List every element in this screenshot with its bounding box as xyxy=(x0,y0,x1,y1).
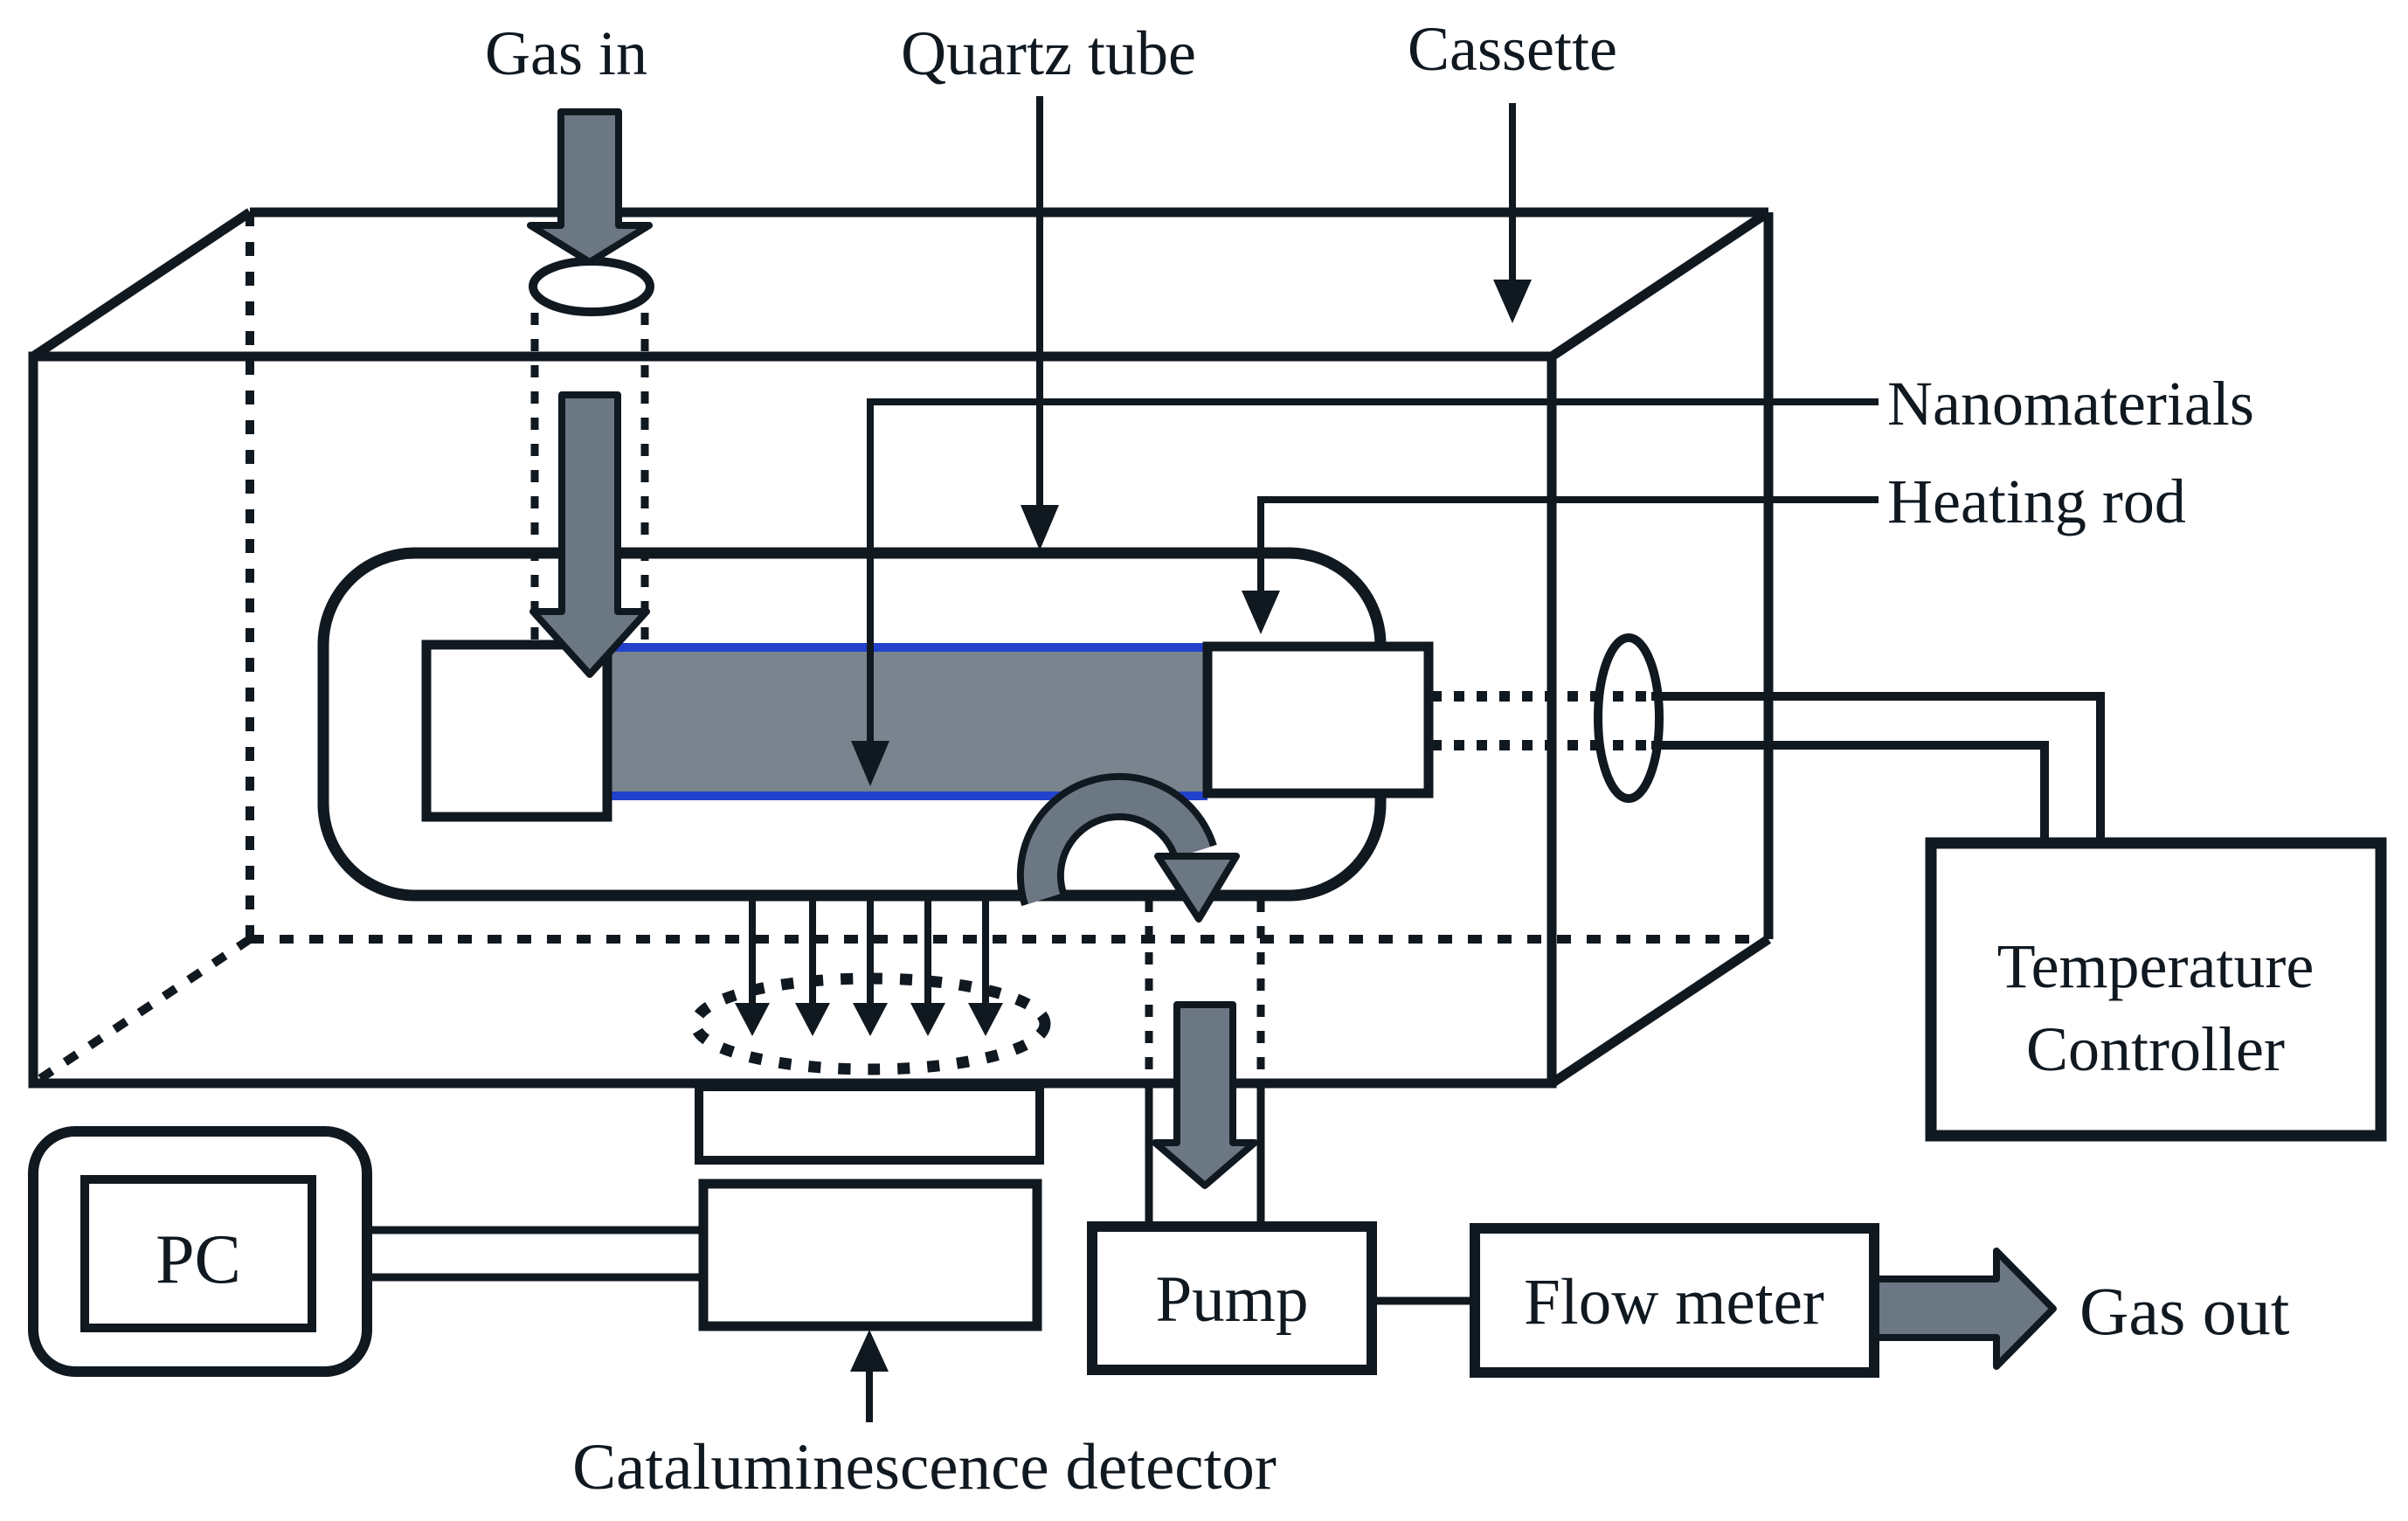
feedthrough-port-ellipse xyxy=(1594,633,1664,803)
box-top-left-diagonal xyxy=(30,208,253,361)
detection-window-ellipse xyxy=(689,972,1051,1075)
cataluminescence-detector-box xyxy=(698,1179,1042,1331)
heater-wire-upper xyxy=(1651,692,2105,843)
gas-in-arrow-icon xyxy=(527,108,653,266)
cassette-arrowhead-icon xyxy=(1493,280,1532,323)
cassette-label: Cassette xyxy=(1408,14,1617,84)
quartz-tube-arrowhead-icon xyxy=(1021,505,1059,550)
temperature-controller-label-line2: Controller xyxy=(2026,1014,2285,1084)
pc-unit: PC xyxy=(28,1126,372,1377)
pc-screen-box xyxy=(80,1175,316,1332)
gas-flow-arrows xyxy=(527,108,2057,1370)
emission-arrow-heads xyxy=(735,1003,1003,1036)
quartz-tube-label: Quartz tube xyxy=(901,18,1196,88)
box-bottom-left-diagonal xyxy=(31,935,253,1088)
heater-wire-lower xyxy=(1651,741,2049,843)
gas-out-label: Gas out xyxy=(2079,1273,2290,1349)
temperature-controller-box xyxy=(1925,837,2387,1142)
pump-unit: Pump xyxy=(1087,1221,1377,1375)
box-top-right-diagonal xyxy=(1548,208,1772,361)
heating-rod-label: Heating rod xyxy=(1887,467,2186,536)
gas-in-inner-arrow-icon xyxy=(529,391,650,678)
cassette-box-hidden-edges xyxy=(31,212,1768,1088)
box-bottom-right-diagonal xyxy=(1548,935,1772,1088)
emission-arrows xyxy=(689,900,1051,1075)
gas-inlet-assembly xyxy=(529,257,654,648)
tube-right-end-cap-heating-rod xyxy=(1202,641,1434,799)
temperature-controller-unit: Temperature Controller xyxy=(1925,837,2387,1142)
nanomaterials-leader-line xyxy=(867,398,1879,741)
inlet-port-ellipse xyxy=(529,257,654,316)
heating-rod-arrowhead-icon xyxy=(1242,591,1280,634)
nanomaterials-fill xyxy=(607,651,1207,792)
pc-detector-cables xyxy=(367,1226,703,1282)
tube-left-end-cap xyxy=(421,640,612,822)
gas-in-label: Gas in xyxy=(485,18,647,88)
gas-uturn-arrowhead-icon xyxy=(1154,853,1240,923)
flow-meter-box xyxy=(1470,1223,1879,1378)
gas-out-arrow-icon xyxy=(1871,1248,2057,1370)
nanomaterials-arrowhead-icon xyxy=(851,741,889,786)
label-leader-arrows xyxy=(850,96,1879,1422)
nanomaterials-label: Nanomaterials xyxy=(1887,369,2254,439)
temperature-controller-label-line1: Temperature xyxy=(1997,931,2315,1001)
detector-arrowhead-icon xyxy=(850,1330,889,1372)
optical-filter xyxy=(695,1082,1044,1165)
flow-meter-unit: Flow meter xyxy=(1470,1223,1879,1378)
gas-outlet-down-arrow-icon xyxy=(1152,1001,1258,1189)
thermocouple-feedthrough xyxy=(1431,633,2105,843)
pc-label: PC xyxy=(156,1221,241,1298)
heating-rod-leader-line xyxy=(1257,496,1879,591)
outlet-tube xyxy=(1145,900,1265,1227)
cataluminescence-detector-label: Cataluminescence detector xyxy=(572,1431,1277,1504)
pump-label: Pump xyxy=(1155,1263,1308,1336)
flow-meter-label: Flow meter xyxy=(1524,1266,1824,1338)
gas-uturn-arrow-icon xyxy=(1023,779,1211,904)
